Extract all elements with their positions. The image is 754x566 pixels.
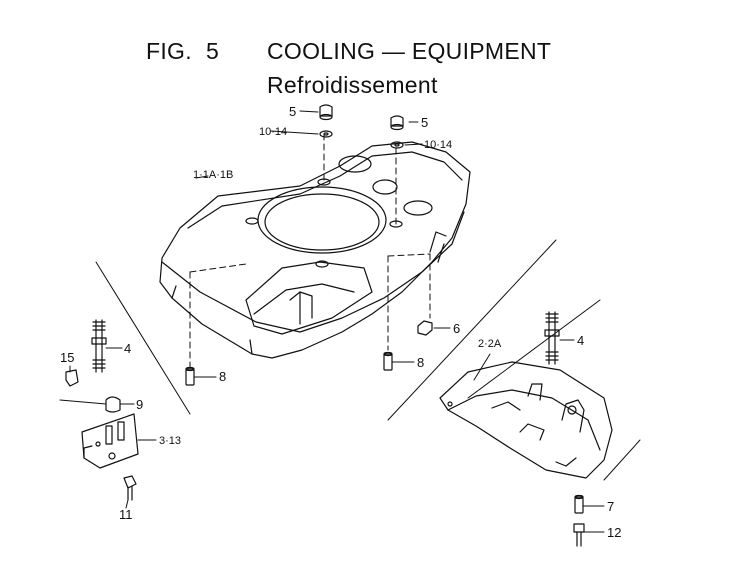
bolt-12-part <box>573 523 585 547</box>
callout-stud-right: 4 <box>577 333 584 348</box>
grommet-9-part <box>105 396 121 413</box>
figure-title: COOLING — EQUIPMENT <box>267 38 552 64</box>
nut-right <box>390 115 404 131</box>
callout-cover: 2·2A <box>478 338 502 350</box>
clip-15-part <box>65 369 79 387</box>
nut-6-part <box>417 320 433 336</box>
callout-nut-right: 5 <box>421 115 428 130</box>
spacer-right-part <box>383 351 393 371</box>
bracket-part <box>81 413 139 469</box>
callout-spacer-right: 8 <box>417 355 424 370</box>
washer-left <box>319 130 333 138</box>
callout-bolt-12: 12 <box>607 525 621 540</box>
figure-number: 5 <box>206 38 220 64</box>
bolt-11-part <box>123 475 137 501</box>
callout-bolt-11: 11 <box>119 507 133 522</box>
figure-label: FIG. <box>146 38 192 64</box>
spacer-left-part <box>185 366 195 386</box>
callout-nut-left: 5 <box>289 104 296 119</box>
spacer-7-part <box>574 494 584 514</box>
nut-left <box>319 104 333 121</box>
callout-clip-15: 15 <box>60 350 74 365</box>
callout-washer-right: 10·14 <box>424 139 452 151</box>
lower-cover-part <box>439 361 613 479</box>
callout-stud-left: 4 <box>124 341 131 356</box>
callout-nut-6: 6 <box>453 321 460 336</box>
callout-shroud: 1·1A·1B <box>193 169 233 181</box>
callout-washer-left: 10·14 <box>259 126 287 138</box>
washer-right <box>390 141 404 149</box>
callout-grommet-9: 9 <box>136 397 143 412</box>
callout-spacer-7: 7 <box>607 499 614 514</box>
fan-opening <box>257 186 387 254</box>
stud-left <box>91 319 107 373</box>
cooling-shroud <box>159 141 471 359</box>
figure-subtitle: Refroidissement <box>267 72 438 98</box>
stud-right <box>544 311 560 365</box>
callout-spacer-left: 8 <box>219 369 226 384</box>
callout-bracket: 3·13 <box>159 435 181 447</box>
